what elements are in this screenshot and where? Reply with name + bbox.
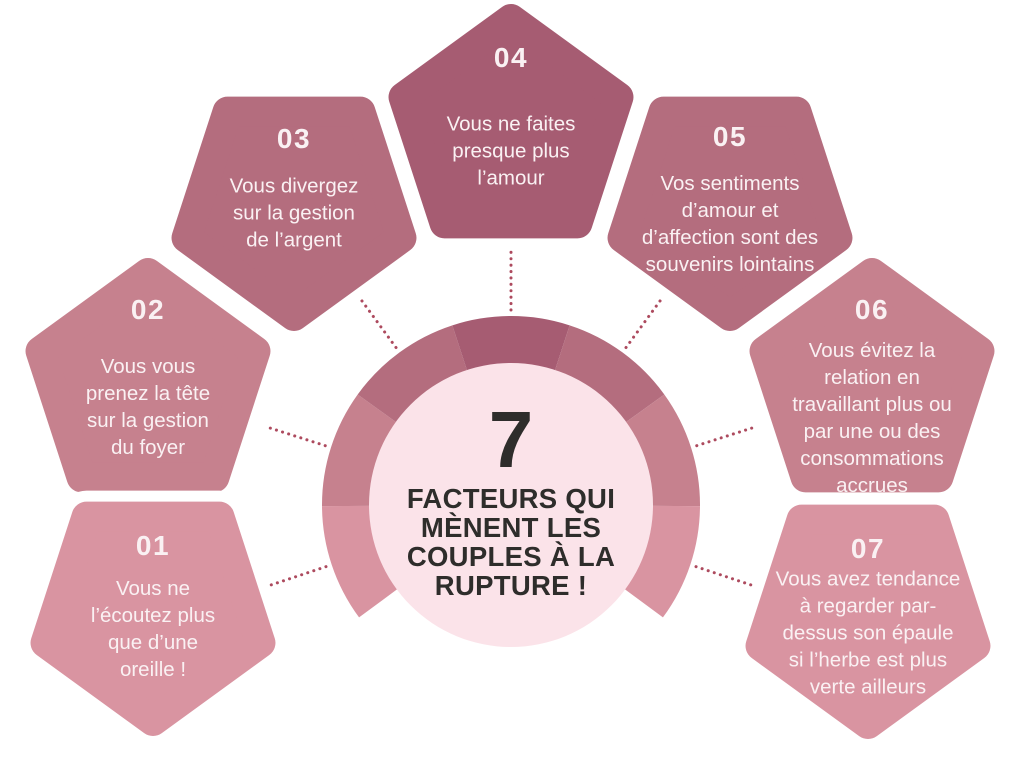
center-circle [369, 363, 653, 647]
factor-03-text: Vous divergez sur la gestion de l’argent [229, 174, 359, 252]
dotted-connector-01 [264, 565, 328, 589]
factor-02-number: 02 [130, 294, 166, 325]
factor-05-number: 05 [712, 121, 748, 152]
factor-05-text: Vos sentiments d’amour et d’affection so… [641, 172, 819, 276]
dotted-connector-07 [694, 565, 758, 589]
dotted-connector-05 [624, 295, 665, 350]
factor-07-number: 07 [850, 533, 886, 564]
factor-03-number: 03 [276, 123, 312, 154]
ring-segment-07 [624, 505, 700, 618]
ring-segment-05 [554, 325, 665, 423]
ring-segment-01 [322, 505, 398, 618]
pentagon-shape-06 [749, 258, 995, 493]
factor-06-number: 06 [854, 294, 890, 325]
factor-06-text: Vous évitez la relation en travaillant p… [792, 339, 952, 497]
factor-07-text: Vous avez tendance à regarder par- dessu… [775, 567, 961, 699]
dotted-connector-06 [695, 425, 759, 448]
dotted-connector-02 [263, 425, 327, 448]
ring-segment-02 [321, 394, 397, 507]
pentagon-shape-04 [388, 4, 634, 239]
dotted-connector-03 [357, 295, 398, 350]
ring-segment-03 [357, 325, 468, 423]
pentagon-shape-02 [25, 258, 271, 493]
factor-04-number: 04 [493, 42, 529, 73]
pentagon-shape-01 [30, 501, 276, 736]
ring-segment-04 [452, 315, 570, 371]
center-title: FACTEURS QUI MÈNENT LES COUPLES À LA RUP… [406, 483, 616, 601]
center-badge: 7 FACTEURS QUI MÈNENT LES COUPLES À LA R… [406, 395, 616, 601]
center-count: 7 [488, 395, 534, 484]
factor-02-text: Vous vous prenez la tête sur la gestion … [85, 355, 211, 459]
factor-01-text: Vous ne l’écoutez plus que d’une oreille… [90, 577, 216, 681]
factor-01-number: 01 [135, 530, 171, 561]
pentagon-shape-07 [745, 504, 991, 739]
pentagon-shape-03 [171, 96, 417, 331]
pentagon-shape-05 [607, 96, 853, 331]
factor-04-text: Vous ne faites presque plus l’amour [446, 112, 576, 190]
ring-segment-06 [625, 394, 701, 507]
